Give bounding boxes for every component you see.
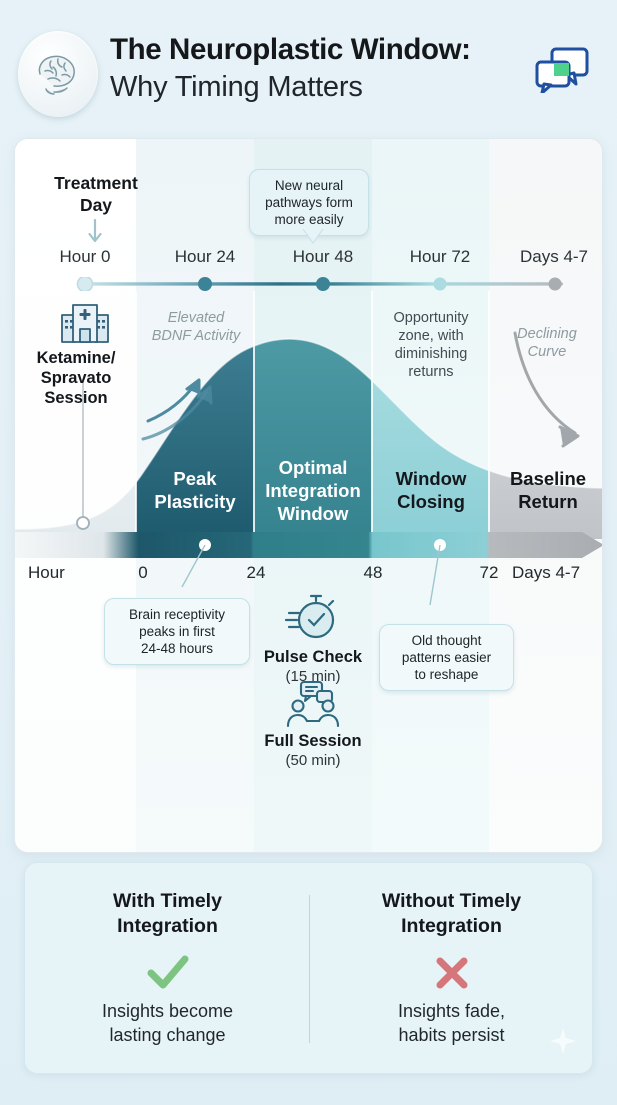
axis-tick-24: 24	[246, 563, 266, 582]
title-line-1: The Neuroplastic Window:	[110, 33, 471, 66]
comparison-without-timely: Without Timely Integration Insights fade…	[319, 889, 584, 1047]
zone-title-baseline: Baseline Return	[509, 468, 587, 512]
zone-note-baseline: Declining Curve	[517, 326, 577, 360]
zone-note-closing: Opportunity zone, with diminishing retur…	[393, 310, 469, 380]
down-arrow-icon	[87, 218, 103, 250]
axis-end-label: Days 4-7	[512, 563, 581, 582]
check-mark-icon	[35, 947, 300, 999]
zone-note-peak: Elevated BDNF Activity	[151, 310, 241, 344]
zone-title-optimal: Optimal Integration Window	[265, 457, 361, 524]
axis-name: Hour	[28, 563, 65, 582]
title-line-2: Why Timing Matters	[110, 71, 363, 103]
activity-name: Pulse Check	[263, 648, 363, 666]
curve-zone-ketamine	[15, 482, 136, 539]
timeline-dot-hour72	[433, 277, 447, 291]
zone-title-closing: Window Closing	[395, 468, 467, 512]
timeline-label-hour72[interactable]: Hour 72	[409, 247, 471, 266]
curve-zone-optimal	[254, 339, 372, 539]
callout-window-closing: Old thought patterns easier to reshape	[379, 624, 514, 691]
activity-full-session: Full Session (50 min)	[233, 679, 393, 771]
timeline-label-days47[interactable]: Days 4-7	[519, 247, 589, 266]
activity-duration: (50 min)	[285, 752, 341, 769]
callout-leader-lines	[181, 545, 441, 605]
two-people-talking-icon	[233, 679, 393, 731]
timeline-labels: Hour 0 Hour 24 Hour 48 Hour 72 Days 4-7	[15, 247, 602, 271]
declining-arrow-icon	[513, 331, 580, 448]
timeline-card: Treatment Day New neural pathways form m…	[14, 138, 603, 853]
page-title: The Neuroplastic Window: Why Timing Matt…	[110, 32, 540, 106]
timeline-track	[76, 277, 563, 291]
brain-icon	[18, 31, 98, 117]
rising-arrows-icon	[141, 378, 213, 441]
curve-zone-peak	[136, 346, 254, 539]
callout-peak-text: Brain receptivity peaks in first 24-48 h…	[128, 607, 226, 656]
zone-band-ketamine	[15, 139, 136, 852]
hour0-marker	[76, 516, 90, 530]
activity-duration: (15 min)	[285, 668, 341, 685]
timeline-dot-hour0	[76, 277, 94, 291]
hospital-icon	[59, 301, 111, 350]
timeline-dot-days47	[548, 277, 562, 291]
callout-peak-receptivity: Brain receptivity peaks in first 24-48 h…	[104, 598, 250, 665]
comparison-text: Insights fade, habits persist	[397, 1001, 506, 1045]
activity-name: Full Session	[264, 732, 362, 750]
axis-row: Hour 0 24 48 72 Days 4-7	[15, 563, 602, 593]
timeline-label-hour0[interactable]: Hour 0	[59, 247, 111, 266]
axis-tick-48: 48	[363, 563, 383, 582]
cross-mark-icon	[319, 947, 584, 999]
progress-arrow-bar	[15, 532, 602, 558]
axis-tick-72: 72	[479, 563, 499, 582]
callout-hour48-tail	[302, 229, 324, 244]
curve-zone-closing	[372, 380, 489, 539]
timeline-dot-hour24	[198, 277, 212, 291]
comparison-panel: With Timely Integration Insights become …	[24, 862, 593, 1074]
callout-hour48-text: New neural pathways form more easily	[265, 178, 353, 227]
comparison-title: Without Timely Integration	[381, 890, 522, 937]
zone-title-ketamine: Ketamine/ Spravato Session	[36, 349, 116, 407]
comparison-title: With Timely Integration	[113, 890, 222, 937]
timeline-label-hour24[interactable]: Hour 24	[174, 247, 236, 266]
comparison-text: Insights become lasting change	[101, 1001, 234, 1045]
comparison-with-timely: With Timely Integration Insights become …	[35, 889, 300, 1047]
treatment-day-label: Treatment Day	[54, 173, 138, 215]
timeline-label-hour48[interactable]: Hour 48	[292, 247, 354, 266]
zone-title-peak: Peak Plasticity	[154, 468, 236, 512]
callout-hour48: New neural pathways form more easily	[249, 169, 369, 236]
stopwatch-check-icon	[233, 591, 393, 647]
axis-tick-0: 0	[138, 563, 148, 582]
comparison-divider	[309, 895, 310, 1043]
curve-zone-baseline	[489, 470, 602, 539]
callout-closing-text: Old thought patterns easier to reshape	[401, 633, 492, 682]
sparkle-icon	[548, 1026, 578, 1061]
chat-bubbles-icon	[534, 45, 590, 98]
activity-pulse-check: Pulse Check (15 min)	[233, 591, 393, 687]
header: The Neuroplastic Window: Why Timing Matt…	[0, 0, 617, 126]
timeline-dot-hour48	[316, 277, 330, 291]
neuroplasticity-curve	[15, 291, 602, 539]
